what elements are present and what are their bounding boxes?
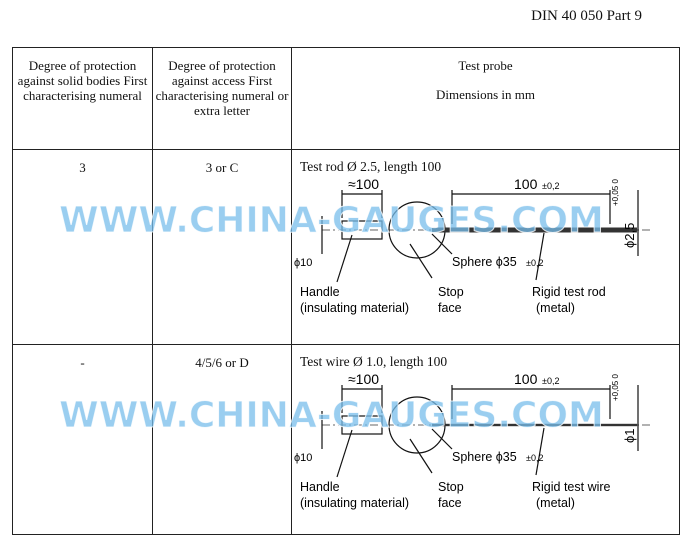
leader-line [535,232,545,281]
leader-line [336,429,353,478]
table-row: - 4/5/6 or D Test wire Ø 1.0, length 100… [12,344,680,535]
leader-line [431,233,453,255]
leader-line [409,243,433,279]
handle-length-label: ≈100 [348,176,379,192]
stop-face-label: face [438,496,462,510]
rigid-label: Rigid test rod [532,285,606,299]
handle-diameter-label: ϕ10 [294,452,312,464]
sphere-label: Sphere ϕ35 [452,450,517,464]
access-value: 4/5/6 or D [152,344,292,535]
handle-diameter-label: ϕ10 [294,257,312,269]
solid-value: 3 [12,149,153,345]
rod-tolerance-label: ±0,2 [542,376,559,386]
sphere-label: Sphere ϕ35 [452,255,517,269]
column-header-access: Degree of protection against access Firs… [152,47,292,150]
rod-tolerance-label: ±0,2 [542,181,559,191]
probe-title: Test wire Ø 1.0, length 100 [300,354,448,369]
stop-face-label: face [438,301,462,315]
rigid-material-label: (metal) [536,496,575,510]
diameter-tolerance-label: +0,05 0 [611,179,620,206]
access-value: 3 or C [152,149,292,345]
stop-label: Stop [438,285,464,299]
probe-cell: Test wire Ø 1.0, length 100 ≈100 100 ±0,2 ϕ… [59,344,680,535]
handle-length-label: ≈100 [348,371,379,387]
sphere-tolerance-label: ±0,2 [526,453,543,463]
table-row: 3 3 or C Test rod Ø 2.5, length 100 ≈100… [12,149,680,345]
rod-length-label: 100 [514,371,538,387]
rigid-label: Rigid test wire [532,480,611,494]
handle-material-label: (insulating material) [300,496,409,510]
sphere-tolerance-label: ±0,2 [526,258,543,268]
handle-material-label: (insulating material) [300,301,409,315]
document-reference: DIN 40 050 Part 9 [531,8,642,24]
column-header-solid: Degree of protection against solid bodie… [12,47,153,150]
rod-length-label: 100 [514,176,538,192]
test-wire-diagram: ≈100 100 ±0,2 ϕ1 +0,05 0 ϕ10 Sphere ϕ35 ±0,2Han… [294,371,652,510]
rigid-material-label: (metal) [536,301,575,315]
rod-shape [432,227,637,233]
handle-label: Handle [300,285,340,299]
rod-shape [432,423,637,427]
diameter-label: ϕ2,5 [622,223,637,248]
leader-line [431,428,453,450]
stop-label: Stop [438,480,464,494]
column-header-probe: Test probe Dimensions in mm [291,47,680,150]
probe-header-subtitle: Dimensions in mm [436,87,535,102]
solid-value: - [12,344,153,535]
leader-line [535,427,545,476]
probe-cell: Test rod Ø 2.5, length 100 ≈100 100 ±0,2 ϕ2… [59,149,680,345]
diameter-label: ϕ1 [622,428,637,443]
probe-header-title: Test probe [458,58,513,73]
test-rod-diagram: ≈100 100 ±0,2 ϕ2,5 +0,05 0 ϕ10 Sphere ϕ35 ±0,2H… [294,176,652,315]
probe-title: Test rod Ø 2.5, length 100 [300,159,442,174]
diameter-tolerance-label: +0,05 0 [611,374,620,401]
test-probe-table: Degree of protection against solid bodie… [12,47,680,535]
handle-label: Handle [300,480,340,494]
table-header-row: Degree of protection against solid bodie… [12,47,680,150]
leader-line [409,438,433,474]
leader-line [336,234,353,283]
